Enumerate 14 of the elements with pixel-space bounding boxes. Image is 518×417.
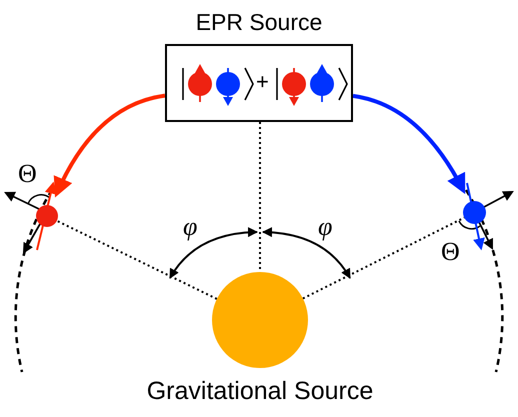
source-title: EPR Source [194,9,324,36]
angle-label: Θ [18,160,37,188]
dotted-line [56,220,218,300]
source-label: Gravitational Source [146,376,374,406]
particle-circle [36,205,58,227]
arrow [54,94,166,198]
dotted-line [302,216,465,300]
angle-label: φ [183,213,198,241]
angle-label: φ [318,213,332,241]
particle-circle [463,201,486,224]
plus-sign: + [256,70,269,94]
angle-label: Θ [441,238,460,266]
dotted-line [259,122,261,272]
arrow [352,94,466,194]
